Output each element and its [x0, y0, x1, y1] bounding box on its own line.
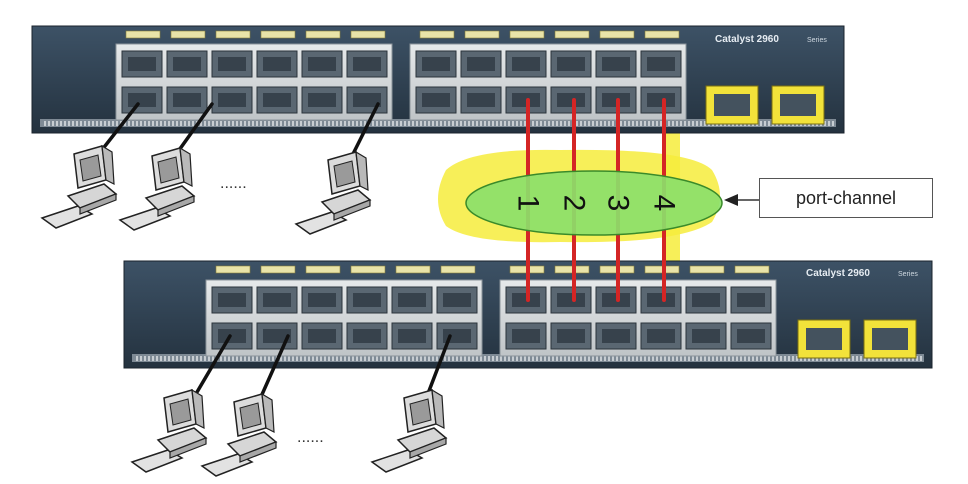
port-led — [260, 265, 296, 274]
port-led — [305, 30, 341, 39]
port-channel-ellipse — [465, 170, 723, 236]
ellipsis-bottom: ...... — [297, 429, 324, 446]
computer-icon — [40, 144, 118, 229]
port-led — [440, 265, 476, 274]
port-led — [734, 265, 770, 274]
link-number-2: 2 — [558, 195, 591, 212]
switch-top: Catalyst 2960 Series — [31, 25, 845, 134]
link-numbers: 1 2 3 4 — [512, 195, 681, 212]
port-led — [554, 30, 590, 39]
computer-icon — [370, 388, 448, 473]
port-led — [395, 265, 431, 274]
switch-bottom-model: Catalyst 2960 — [806, 268, 870, 279]
port-led — [644, 30, 680, 39]
link-number-1: 1 — [512, 195, 545, 212]
port-led — [419, 30, 455, 39]
port-led — [599, 30, 635, 39]
port-channel-label: port-channel — [759, 178, 933, 218]
switch-top-model: Catalyst 2960 — [715, 34, 779, 45]
switch-bottom-series: Series — [898, 271, 918, 278]
port-led — [350, 265, 386, 274]
port-led — [170, 30, 206, 39]
port-led — [260, 30, 296, 39]
port-led — [350, 30, 386, 39]
port-led — [509, 30, 545, 39]
switch-top-series: Series — [807, 37, 827, 44]
computer-icon — [294, 150, 372, 235]
callout-arrow-icon — [724, 194, 759, 206]
port-led — [215, 265, 251, 274]
computer-icon — [130, 388, 208, 473]
port-led — [305, 265, 341, 274]
port-led — [464, 30, 500, 39]
link-number-4: 4 — [648, 195, 681, 212]
computer-icon — [118, 146, 196, 231]
port-led — [689, 265, 725, 274]
port-led — [215, 30, 251, 39]
ellipsis-top: ...... — [220, 175, 247, 192]
computer-icon — [200, 392, 278, 477]
link-number-3: 3 — [602, 195, 635, 212]
port-led — [125, 30, 161, 39]
